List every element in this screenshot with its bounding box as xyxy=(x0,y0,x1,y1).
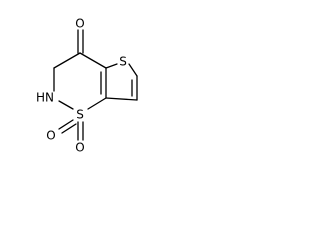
bond-s1-c7a xyxy=(87,97,107,110)
atom-label-carbonyl-oxygen: O xyxy=(75,17,84,31)
bond-c4a-s xyxy=(105,63,118,69)
atom-label-nitrogen: HN xyxy=(36,91,54,105)
bond-c4-c4a xyxy=(79,52,107,69)
bond-s1-o-left-1 xyxy=(58,119,74,130)
bond-c4-c3 xyxy=(53,52,81,69)
atom-label-sulfonyl-oxygen-bottom: O xyxy=(75,141,84,155)
bond-s-c5 xyxy=(128,63,138,77)
atom-label-sulfonyl-oxygen-left: O xyxy=(46,129,55,143)
atom-label-ring-sulfur: S xyxy=(119,55,127,69)
atom-label-sulfonyl-sulfur: S xyxy=(76,108,84,122)
bond-c6-c7a xyxy=(105,97,138,101)
bond-n-s1 xyxy=(58,100,74,110)
bond-s1-o-left-2 xyxy=(61,123,77,134)
chemical-structure-diagram: O S HN S O O xyxy=(36,17,138,155)
